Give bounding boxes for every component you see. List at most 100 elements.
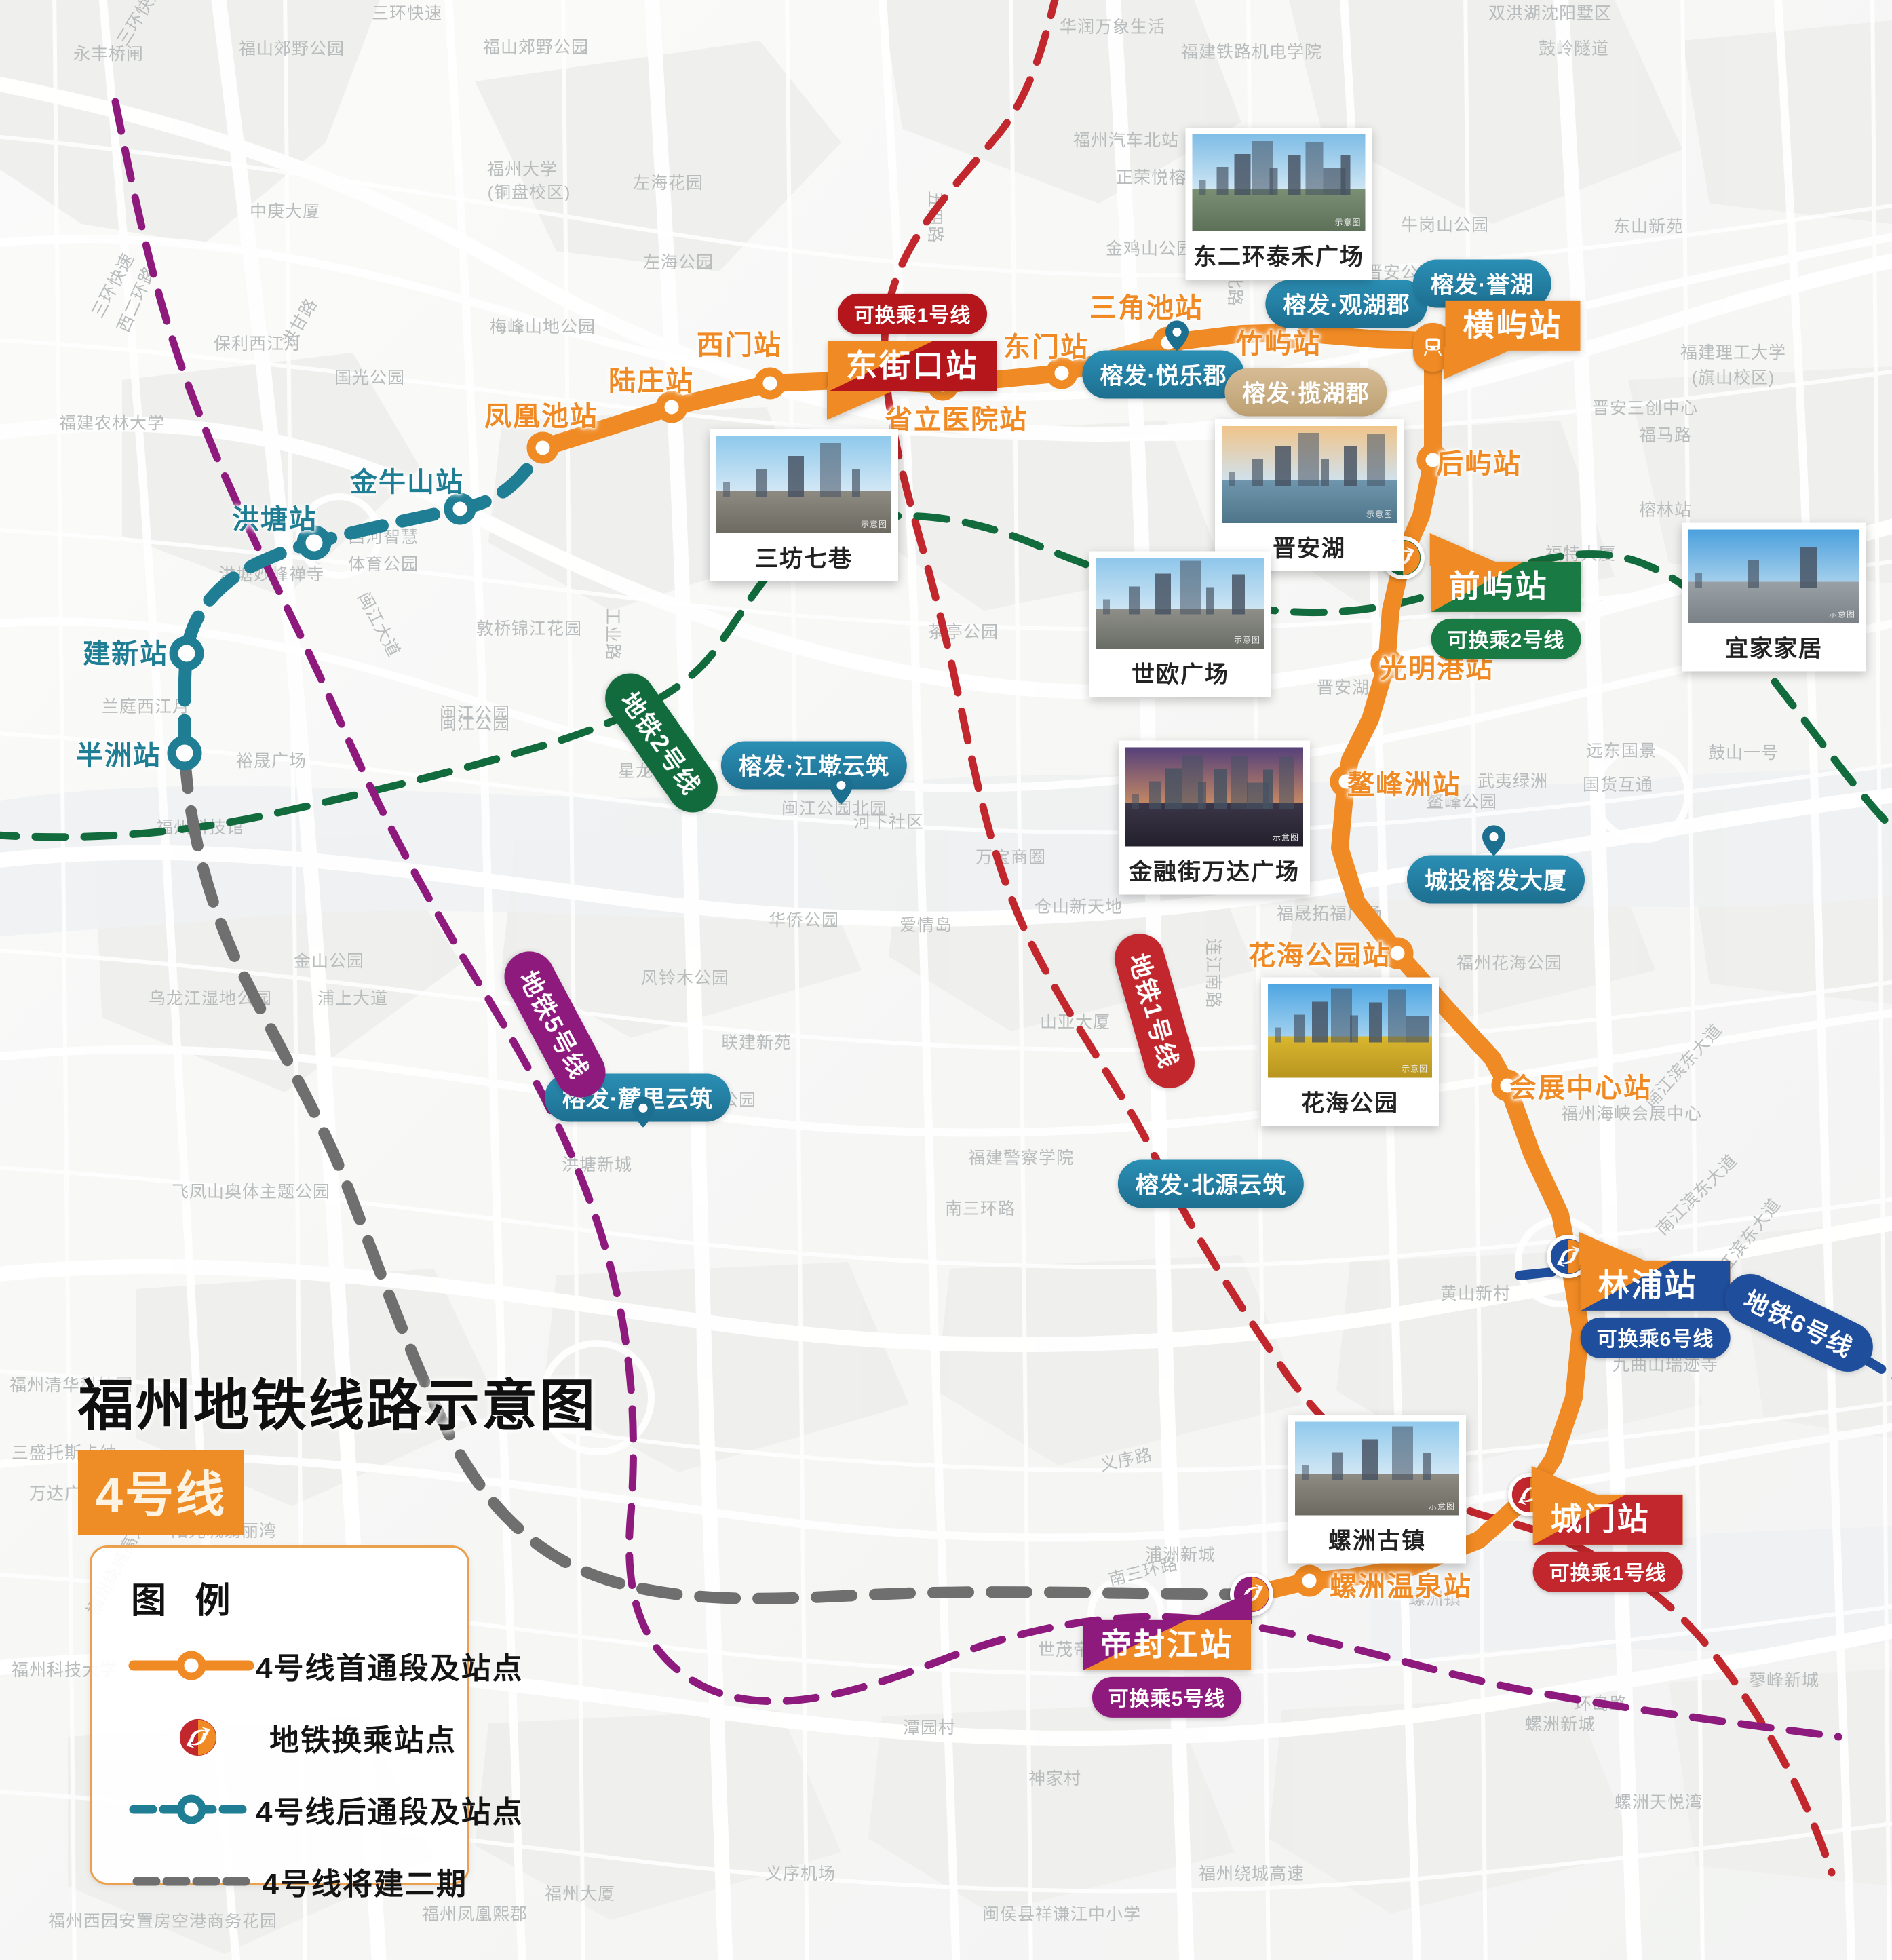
teal-station-markers [167,493,476,771]
poi-pill-1[interactable]: 榕发·观湖郡 [1265,280,1428,328]
station-label-teal-1[interactable]: 洪塘站 [232,505,317,535]
station-callout-0[interactable]: 可换乘1号线东街口站 [827,293,997,421]
basemap-poi-label: 永丰桥闸 [73,45,144,64]
basemap-poi-label: 洪塘新城 [561,1155,633,1174]
basemap-poi-label: 金鸡山公园 [1105,239,1195,258]
poi-pill-7[interactable]: 榕发·北源云筑 [1117,1159,1305,1208]
photo-caption-0: 东二环泰禾广场 [1193,244,1364,270]
station-label-12[interactable]: 花海公园站 [1248,941,1391,971]
station-label-5[interactable]: 三角池站 [1089,293,1203,323]
legend-panel: 图 例 4号线首通段及站点 地铁换乘站点 [90,1545,522,1901]
basemap-poi-label: 福州凤凰熙郡 [421,1905,528,1924]
photo-thumbnail-6: 示意图 [1268,984,1432,1078]
basemap-poi-label: 山亚大厦 [1039,1013,1111,1032]
basemap-poi-label: 三环快速 [371,4,443,23]
station-label-2[interactable]: 西门站 [697,330,782,360]
station-label-16[interactable]: 螺洲温泉站 [1330,1572,1472,1602]
basemap-poi-label: 螺洲天悦湾 [1614,1793,1703,1812]
basemap-poi-label: 梅峰山地公园 [489,318,596,337]
basemap-poi-label: 福州大学 [486,160,558,179]
callout-station-name-0: 东街口站 [846,347,979,383]
poi-pill-2[interactable]: 榕发·誉湖 [1412,259,1552,308]
legend-item-transfer: 地铁换乘站点 [127,1708,467,1767]
station-label-4[interactable]: 东门站 [1003,332,1089,362]
basemap-poi-label: (铜盘校区) [487,183,571,202]
station-label-3[interactable]: 省立医院站 [885,405,1028,435]
transfer-pill-2: 可换乘2号线 [1431,619,1581,660]
station-label-1[interactable]: 陆庄站 [609,366,694,396]
transfer-station-icon [127,1718,269,1756]
photo-card-6: 示意图花海公园 [1261,977,1439,1126]
station-label-6[interactable]: 竹屿站 [1236,329,1321,359]
basemap-poi-label: 福州汽车北站 [1073,131,1180,150]
station-label-teal-3[interactable]: 半洲站 [76,741,161,771]
basemap-poi-label: 浦上大道 [317,989,389,1008]
poi-pill-0[interactable]: 榕发·悦乐郡 [1082,350,1245,399]
map-title-block: 福州地铁线路示意图 4号线 [78,1360,597,1535]
photo-thumbnail-3: 示意图 [1096,558,1264,649]
transfer-pill-3: 可换乘6号线 [1580,1318,1731,1359]
station-label-8[interactable]: 后屿站 [1436,449,1522,479]
basemap-poi-label: 晋安湖 [1316,678,1370,697]
station-callout-5[interactable]: 帝封江站可换乘5号线 [1083,1591,1252,1718]
poi-pill-5[interactable]: 榕发·江墘云筑 [720,741,908,790]
photo-card-2: 示意图晋安湖 [1215,419,1404,571]
basemap-poi-label: 福州绕城高速 [1198,1864,1305,1883]
callout-flag-5: 帝封江站 [1083,1591,1252,1671]
basemap-poi-label: 闽侯县祥谦江中小学 [982,1905,1142,1924]
basemap-poi-label: 福建铁路机电学院 [1180,43,1323,62]
basemap-poi-label: 福建警察学院 [967,1149,1075,1168]
basemap-poi-label: 螺洲新城 [1524,1715,1596,1734]
basemap-poi-label: 螺洲镇 [1408,1590,1462,1609]
station-callout-3[interactable]: 林浦站可换乘6号线 [1579,1231,1731,1359]
basemap-poi-label: 保利西江月 [213,334,303,353]
teal-dashed-line-station-icon [127,1793,256,1826]
poi-pill-4[interactable]: 城投榕发大厦 [1407,855,1585,904]
transfer-pill-0: 可换乘1号线 [837,293,988,334]
basemap-poi-label: 福州花海公园 [1456,954,1563,973]
basemap-poi-label: 兰庭西江月 [101,697,191,716]
basemap-poi-label: 福山郊野公园 [238,39,345,58]
callout-flag-1: 横屿站 [1444,300,1581,380]
basemap-poi-label: 福马路 [1638,426,1693,445]
station-label-teal-0[interactable]: 金牛山站 [350,467,464,497]
basemap-poi-label: 金山公园 [293,952,365,971]
station-callout-1[interactable]: 横屿站 [1444,300,1581,380]
station-callout-2[interactable]: 前屿站可换乘2号线 [1429,533,1581,660]
poi-pill-3[interactable]: 榕发·揽湖郡 [1224,368,1387,417]
station-callout-4[interactable]: 城门站可换乘1号线 [1531,1465,1683,1593]
transfer-pill-5: 可换乘5号线 [1092,1677,1242,1718]
basemap-poi-label: 裕晟广场 [235,752,307,771]
basemap-poi-label: 福山郊野公园 [482,38,590,57]
basemap-poi-label: 仓山新天地 [1034,898,1123,917]
station-label-11[interactable]: 鳌峰洲站 [1347,770,1461,800]
legend-label-opened: 4号线首通段及站点 [256,1652,524,1685]
callout-tail-2 [1429,533,1505,566]
photo-watermark: 示意图 [1428,1501,1455,1512]
photo-card-7: 示意图螺洲古镇 [1288,1415,1466,1564]
basemap-poi-label: (旗山校区) [1691,368,1775,387]
line1-path [881,0,1836,1877]
basemap-poi-label: 华润万象生活 [1059,18,1166,37]
photo-caption-7: 螺洲古镇 [1328,1528,1426,1554]
basemap-poi-label: 爱情岛 [899,916,953,935]
basemap-poi-label: 体育公园 [347,555,419,574]
callout-flag-0: 东街口站 [827,341,997,421]
photo-thumbnail-4: 示意图 [1688,529,1859,623]
legend-item-phase2: 4号线将建二期 [127,1852,467,1910]
photo-card-5: 示意图金融街万达广场 [1119,740,1310,895]
basemap-poi-label: 鼓山一号 [1707,744,1779,763]
map-pin-icon [1482,825,1505,856]
legend-item-later: 4号线后通段及站点 [127,1780,522,1839]
station-label-13[interactable]: 会展中心站 [1509,1073,1652,1103]
station-label-0[interactable]: 凤凰池站 [484,402,598,431]
basemap-poi-label: 南三环路 [944,1199,1016,1218]
basemap-poi-label: 闽江公园北园 [781,799,888,818]
basemap-poi-label: 福州清华科技园 [9,1376,134,1395]
station-label-teal-2[interactable]: 建新站 [83,639,168,669]
